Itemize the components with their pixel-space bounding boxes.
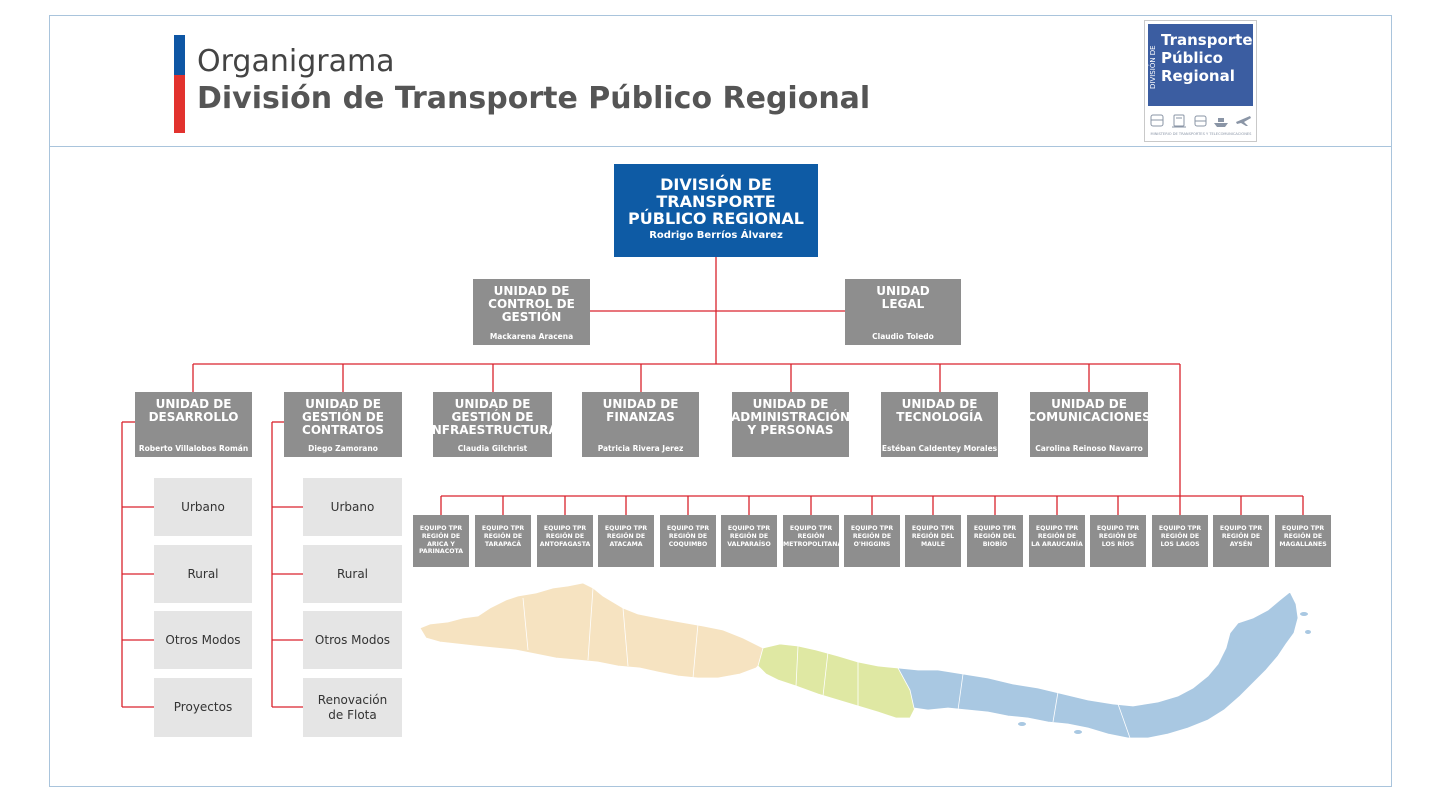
unit-person: Diego Zamorano: [308, 444, 378, 453]
division-head-title: DIVISIÓN DE TRANSPORTE PÚBLICO REGIONAL: [628, 175, 804, 228]
division-logo: DIVISIÓN DE Transporte Público Regional …: [1144, 20, 1257, 142]
map-south-zone: [897, 591, 1299, 739]
page-title: Organigrama: [197, 44, 395, 79]
unit-person: Claudia Gilchrist: [457, 444, 528, 453]
map-center-dividers: [795, 645, 859, 706]
bus-icon: [1150, 114, 1164, 127]
plane-icon: [1236, 116, 1251, 126]
map-north-zone: [419, 582, 767, 679]
unit-person: Claudio Toledo: [872, 332, 934, 341]
subunit-contratos-rural: Rural: [303, 545, 402, 603]
logo-line-2: Público: [1161, 49, 1223, 67]
chile-map: [419, 582, 1311, 739]
transport-icons: [1150, 114, 1251, 128]
logo-ministry-text: MINISTERIO DE TRANSPORTES Y TELECOMUNICA…: [1150, 132, 1252, 136]
unit-person: Mackarena Aracena: [489, 332, 574, 341]
subunit-desarrollo-proyectos: Proyectos: [154, 678, 252, 737]
unit-person: Carolina Reinoso Navarro: [1035, 444, 1143, 453]
subunit-contratos-renovacion-flota: Renovación de Flota: [303, 678, 402, 737]
boat-icon: [1214, 118, 1228, 127]
tram-icon: [1194, 115, 1207, 127]
unit-person: Patricia Rivera Jerez: [597, 444, 684, 453]
page-subtitle: División de Transporte Público Regional: [197, 81, 871, 116]
logo-line-1: Transporte: [1161, 31, 1253, 49]
division-head-person: Rodrigo Berríos Álvarez: [649, 230, 783, 241]
header-divider: [49, 146, 1392, 147]
page-frame: [49, 15, 1392, 787]
flag-bar-blue: [174, 35, 185, 75]
unit-person: Estéban Caldentey Morales: [881, 444, 998, 453]
subunit-contratos-urbano: Urbano: [303, 478, 402, 536]
subunit-contratos-otros-modos: Otros Modos: [303, 611, 402, 669]
division-head-box: DIVISIÓN DE TRANSPORTE PÚBLICO REGIONAL …: [614, 164, 818, 257]
map-center-zone: [757, 643, 917, 719]
subunit-desarrollo-urbano: Urbano: [154, 478, 252, 536]
map-southern-islands: [1018, 612, 1311, 734]
map-north-dividers: [522, 587, 699, 679]
flag-bar-red: [174, 75, 185, 133]
subunit-desarrollo-otros-modos: Otros Modos: [154, 611, 252, 669]
unit-person: Roberto Villalobos Román: [138, 444, 249, 453]
map-south-dividers: [957, 673, 1131, 739]
logo-line-3: Regional: [1161, 67, 1235, 85]
logo-panel: DIVISIÓN DE Transporte Público Regional: [1148, 24, 1253, 106]
train-icon: [1172, 114, 1186, 128]
subunit-desarrollo-rural: Rural: [154, 545, 252, 603]
